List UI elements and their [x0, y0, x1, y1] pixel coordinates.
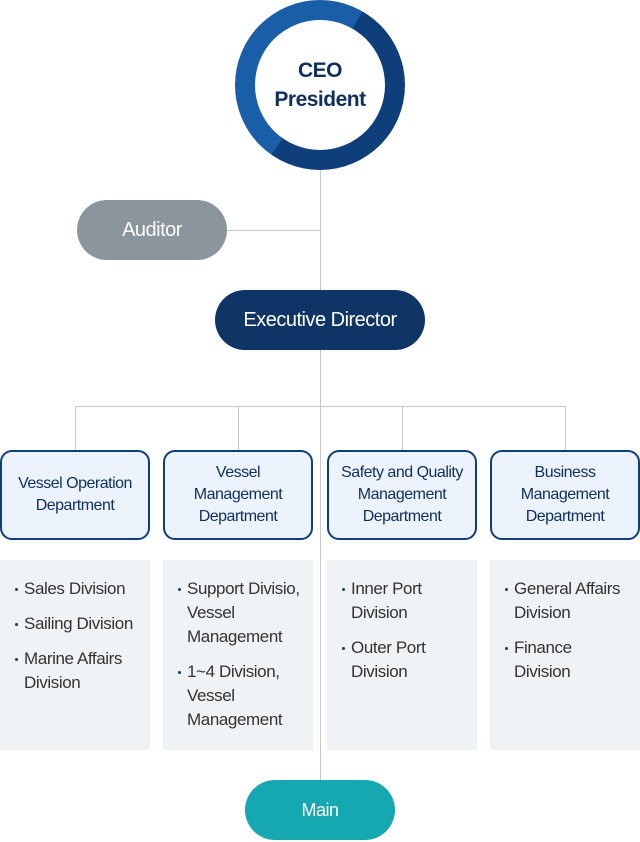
division-list: General Affairs Division Finance Divisio… [490, 560, 640, 750]
list-item: General Affairs Division [505, 577, 632, 625]
dept-vessel-operation: Vessel Operation Department [0, 450, 150, 540]
drop-line [402, 406, 403, 450]
division-list: Inner Port Division Outer Port Division [327, 560, 477, 750]
list-item: Marine Affairs Division [15, 647, 142, 695]
list-item: Sailing Division [15, 612, 142, 636]
dept-business-management: Business Management Department [490, 450, 640, 540]
main-node: Main [245, 780, 395, 840]
list-item: Finance Division [505, 636, 632, 684]
dept-connector [75, 406, 566, 407]
drop-line [75, 406, 76, 450]
list-item: Sales Division [15, 577, 142, 601]
list-item: Inner Port Division [342, 577, 447, 625]
executive-director-node: Executive Director [215, 290, 425, 350]
dept-safety-quality: Safety and Quality Management Department [327, 450, 477, 540]
list-item: 1~4 Division, Vessel Management [178, 660, 305, 732]
ceo-node: CEO President [235, 0, 405, 170]
drop-line [238, 406, 239, 450]
division-list: Support Divisio, Vessel Management 1~4 D… [163, 560, 313, 750]
president-label: President [274, 88, 366, 111]
dept-vessel-management: Vessel Management Department [163, 450, 313, 540]
auditor-node: Auditor [77, 200, 227, 260]
division-list: Sales Division Sailing Division Marine A… [0, 560, 150, 750]
ceo-label: CEO [297, 59, 343, 82]
list-item: Outer Port Division [342, 636, 447, 684]
list-item: Support Divisio, Vessel Management [178, 577, 305, 649]
auditor-connector [227, 230, 320, 231]
drop-line [565, 406, 566, 450]
center-connector [320, 170, 321, 782]
